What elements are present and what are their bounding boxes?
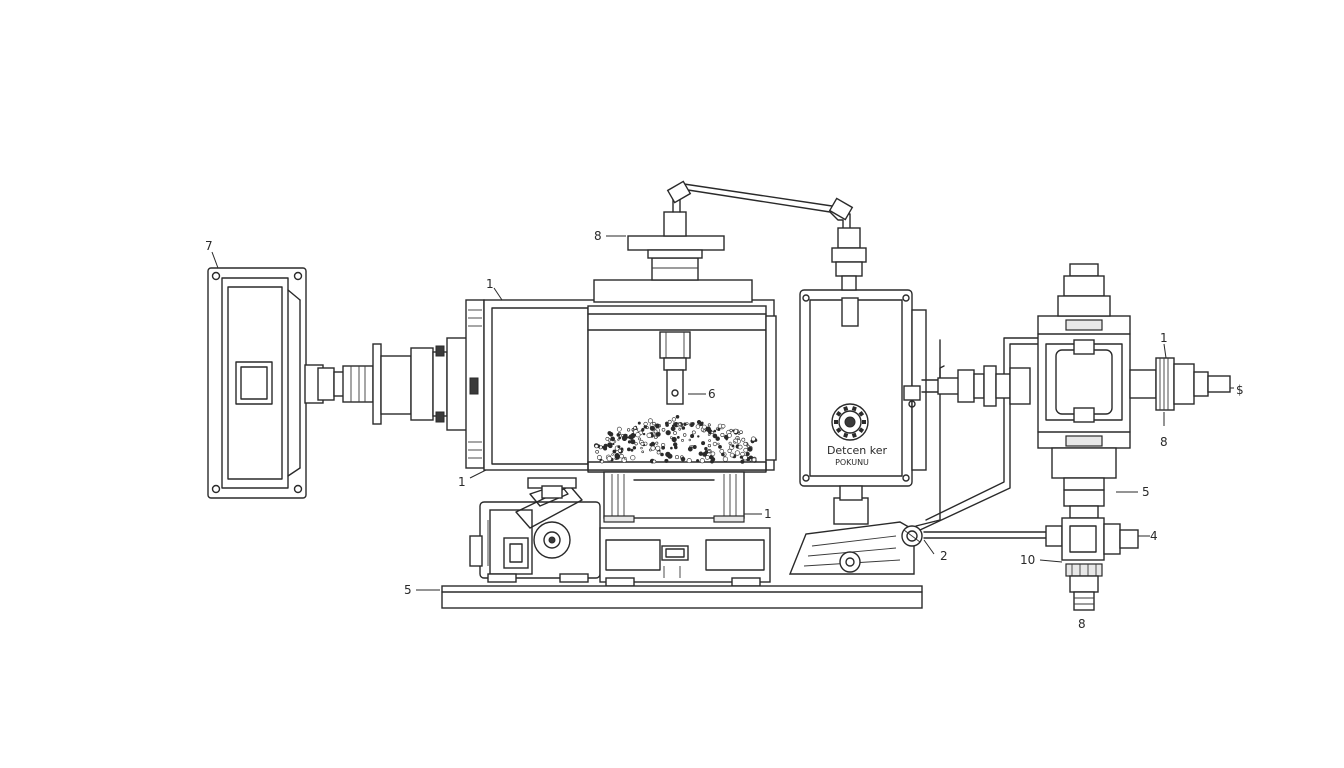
piping [915, 337, 1047, 539]
callout-8-bottom: 8 [1078, 617, 1086, 631]
callout-6-nozzle: 6 [708, 387, 716, 401]
left-panel [207, 267, 307, 499]
callout-1-drum-bottom: 1 [458, 475, 466, 489]
callout-5-valve: 5 [1142, 485, 1150, 499]
callout-2-pump: 2 [940, 549, 948, 563]
nameplate-line1: Detcen ker [827, 444, 888, 457]
callout-dollar: $ [1236, 383, 1244, 397]
drum-support [603, 471, 745, 523]
base-plate [441, 585, 923, 609]
motor-assembly [469, 477, 601, 583]
callout-7: 7 [205, 239, 213, 253]
callout-5-base: 5 [404, 583, 412, 597]
control-cabinet: Detcen ker POKUNU [799, 227, 927, 487]
callout-10: 10 [1020, 553, 1035, 567]
pellets [593, 414, 758, 464]
callout-4: 4 [1150, 529, 1158, 543]
valve-block [937, 263, 1231, 611]
base-cabinet [599, 527, 771, 587]
pump-housing [788, 485, 923, 575]
callout-labels: 7 8 1 6 1 1 5 2 1 $ 8 5 4 10 8 [205, 229, 1244, 631]
callout-1-drum-top: 1 [486, 277, 494, 291]
nameplate-line2: POKUNU [835, 458, 869, 467]
callout-1-support: 1 [764, 507, 772, 521]
callout-leaders [211, 235, 1234, 591]
callout-8-top: 8 [594, 229, 602, 243]
main-drum [465, 180, 854, 473]
left-coupling [304, 337, 468, 431]
callout-1-valve: 1 [1160, 331, 1168, 345]
callout-8-valve: 8 [1160, 435, 1168, 449]
